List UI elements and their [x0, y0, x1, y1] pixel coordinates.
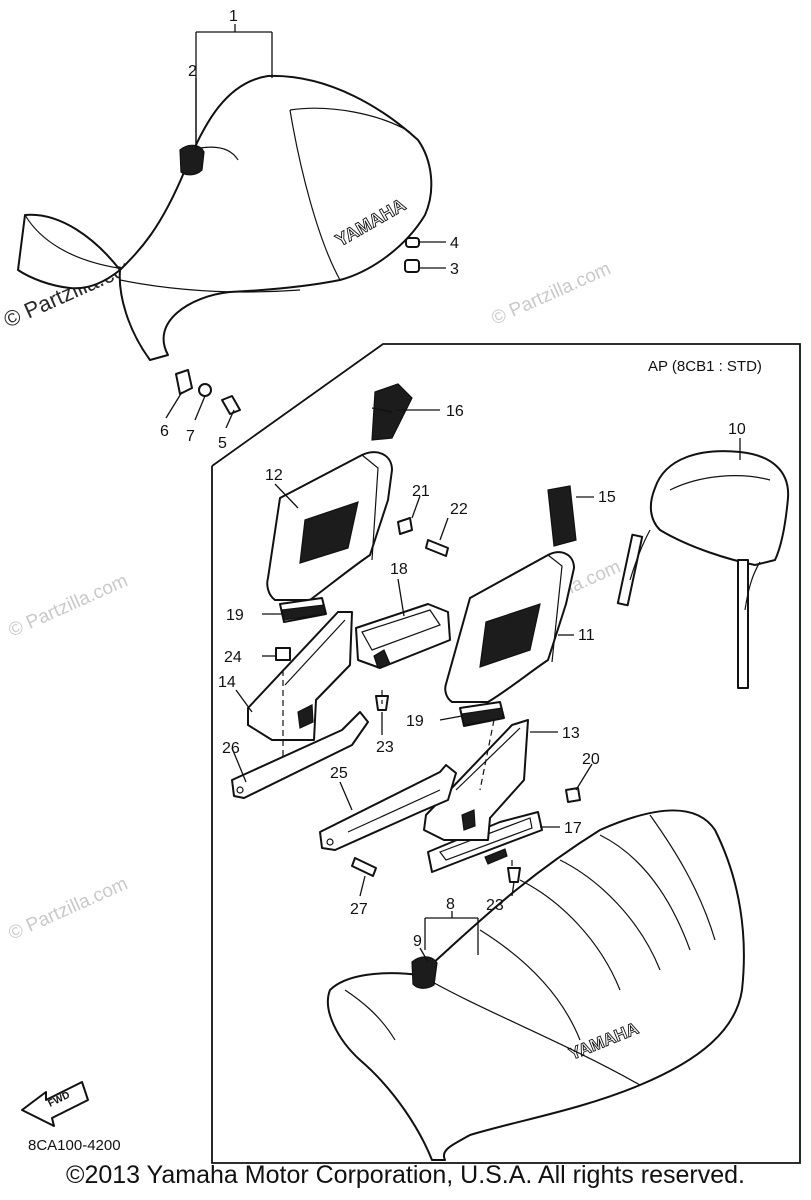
seat-standard: YAMAHA — [17, 74, 433, 361]
bolt-5 — [221, 395, 241, 415]
callout-7: 7 — [186, 428, 195, 445]
bolt-21 — [397, 517, 413, 535]
spacer-17 — [427, 811, 543, 873]
bolt-23-lower — [507, 867, 521, 883]
fwd-arrow-icon: FWD — [21, 1081, 89, 1127]
callout-1: 1 — [229, 8, 238, 25]
callout-11: 11 — [578, 627, 595, 644]
seat-touring: YAMAHA — [326, 809, 745, 1161]
backrest — [616, 450, 790, 689]
callout-23-upper: 23 — [376, 739, 394, 756]
callout-21: 21 — [412, 483, 430, 500]
diagram-code: 8CA100-4200 — [28, 1137, 121, 1154]
callouts: 1 2 3 4 5 6 7 8 9 10 11 12 13 14 15 16 1… — [160, 8, 746, 950]
callout-3: 3 — [450, 261, 459, 278]
bracket-right — [444, 551, 575, 703]
grip-15 — [547, 485, 577, 547]
callout-19-upper: 19 — [226, 607, 244, 624]
bolt-3 — [404, 259, 420, 273]
assembly-lines — [282, 670, 513, 870]
rail-26 — [231, 711, 369, 799]
callout-9: 9 — [413, 933, 422, 950]
callout-19-lower: 19 — [406, 713, 424, 730]
callout-15: 15 — [598, 489, 616, 506]
callout-26: 26 — [222, 740, 240, 757]
callout-22: 22 — [450, 501, 468, 518]
bolt-22 — [425, 539, 449, 557]
callout-12: 12 — [265, 467, 283, 484]
fasteners — [175, 237, 581, 883]
option-frame: AP (8CB1 : STD) — [211, 343, 801, 1164]
watermark-mid-left: © Partzilla.com — [5, 570, 131, 641]
bolt-27 — [351, 857, 377, 877]
callout-14: 14 — [218, 674, 236, 691]
callout-17: 17 — [564, 820, 582, 837]
plate-14 — [247, 611, 353, 741]
rail-25 — [319, 764, 457, 851]
option-header: AP (8CB1 : STD) — [648, 358, 762, 375]
callout-24: 24 — [224, 649, 242, 666]
callout-25: 25 — [330, 765, 348, 782]
callout-20: 20 — [582, 751, 600, 768]
pad-19-lower — [459, 701, 505, 727]
leader-lines — [165, 24, 741, 963]
callout-8: 8 — [446, 896, 455, 913]
bracket-left — [266, 451, 393, 601]
washer-7 — [198, 383, 212, 397]
callout-6: 6 — [160, 423, 169, 440]
callout-23-lower: 23 — [486, 897, 504, 914]
plate-13 — [423, 719, 529, 841]
watermark-top-right: © Partzilla.com — [488, 258, 614, 329]
pad-19-upper — [279, 597, 327, 623]
callout-4: 4 — [450, 235, 459, 252]
nut-4 — [405, 237, 420, 248]
copyright-notice: ©2013 Yamaha Motor Corporation, U.S.A. A… — [66, 1161, 745, 1189]
spacer-18 — [355, 603, 451, 669]
callout-2: 2 — [188, 63, 197, 80]
callout-13: 13 — [562, 725, 580, 742]
callout-5: 5 — [218, 435, 227, 452]
clip-6 — [175, 369, 193, 395]
watermark-low-left: © Partzilla.com — [5, 873, 131, 944]
callout-18: 18 — [390, 561, 408, 578]
bolt-20 — [565, 787, 581, 803]
callout-16: 16 — [446, 403, 464, 420]
callout-10: 10 — [728, 421, 746, 438]
bolt-24 — [275, 647, 291, 661]
callout-27: 27 — [350, 901, 368, 918]
